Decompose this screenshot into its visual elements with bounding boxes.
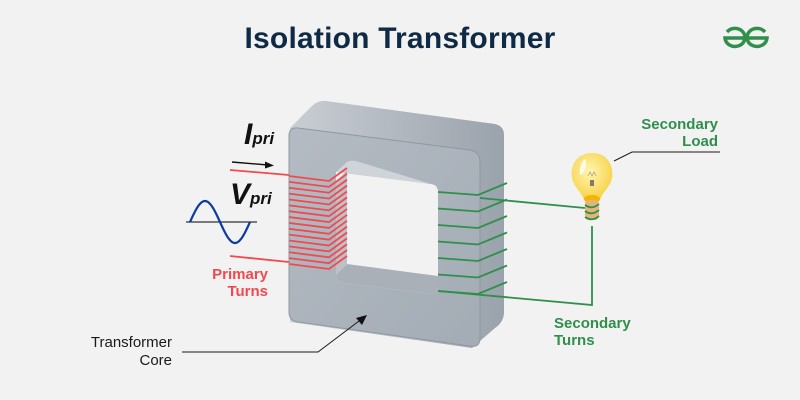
secondary-turn bbox=[437, 215, 508, 229]
transformer-core bbox=[288, 100, 504, 348]
secondary-load-label: Secondary Load bbox=[620, 116, 718, 150]
page-title: Isolation Transformer bbox=[244, 22, 556, 55]
light-bulb-icon bbox=[571, 153, 613, 221]
primary-turns-label: Primary Turns bbox=[200, 266, 268, 300]
primary-lead-top bbox=[229, 169, 290, 176]
primary-turns bbox=[288, 167, 348, 270]
primary-turn bbox=[288, 167, 348, 182]
voltage-label: Vpri bbox=[230, 178, 272, 212]
primary-turn bbox=[288, 173, 348, 188]
secondary-load-line2: Load bbox=[682, 133, 718, 150]
primary-turn bbox=[288, 243, 348, 259]
primary-turn bbox=[288, 190, 348, 206]
secondary-turn bbox=[437, 248, 508, 262]
primary-turn bbox=[288, 249, 348, 265]
primary-turn bbox=[288, 237, 348, 253]
primary-turn bbox=[288, 225, 348, 241]
primary-turn bbox=[288, 202, 348, 218]
current-subscript: pri bbox=[252, 129, 275, 148]
secondary-load-line1: Secondary bbox=[641, 116, 718, 133]
primary-turn bbox=[288, 231, 348, 247]
current-symbol: I bbox=[244, 118, 253, 151]
primary-turn bbox=[288, 214, 348, 229]
geeksforgeeks-logo-icon bbox=[723, 26, 769, 49]
transformer-core-line2: Core bbox=[139, 352, 172, 369]
current-label: Ipri bbox=[244, 118, 274, 152]
secondary-turn bbox=[437, 264, 508, 279]
secondary-turns-label: Secondary Turns bbox=[554, 315, 631, 349]
primary-turn bbox=[288, 255, 348, 270]
primary-turn bbox=[288, 220, 348, 235]
core-leader bbox=[182, 315, 367, 353]
primary-turn bbox=[288, 208, 348, 224]
primary-lead-bottom bbox=[229, 255, 290, 263]
primary-turn bbox=[288, 196, 348, 212]
secondary-turn bbox=[437, 198, 508, 213]
secondary-turn bbox=[437, 182, 508, 196]
voltage-subscript: pri bbox=[250, 189, 272, 208]
secondary-wire-bottom bbox=[437, 226, 593, 306]
secondary-wire-top bbox=[479, 197, 586, 209]
current-arrow-icon bbox=[231, 161, 274, 169]
secondary-turn bbox=[437, 231, 508, 246]
ac-sine-wave-icon bbox=[186, 199, 257, 245]
secondary-turns-line1: Secondary bbox=[554, 315, 631, 332]
secondary-load-leader bbox=[613, 151, 720, 162]
transformer-core-line1: Transformer bbox=[90, 334, 172, 351]
voltage-symbol: V bbox=[230, 178, 251, 211]
transformer-core-label: Transformer Core bbox=[70, 334, 172, 370]
primary-turn bbox=[288, 184, 348, 200]
secondary-turns-line2: Turns bbox=[554, 332, 595, 349]
primary-turns-line1: Primary bbox=[212, 266, 268, 283]
primary-turn bbox=[288, 179, 348, 194]
primary-turns-line2: Turns bbox=[227, 283, 268, 300]
